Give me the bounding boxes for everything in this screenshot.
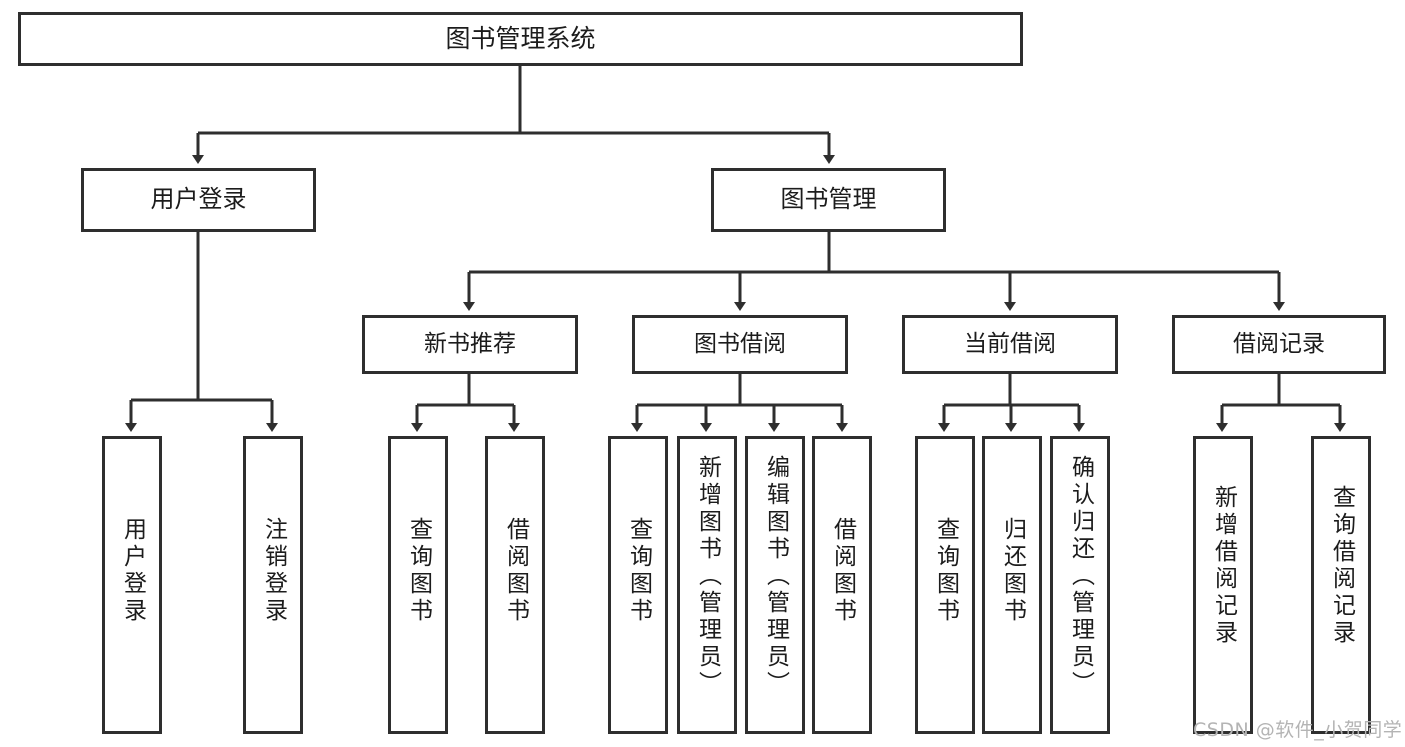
node-root-label: 图书管理系统 xyxy=(445,23,596,53)
node-leaf-user-login[interactable]: 用户登录 xyxy=(102,436,162,734)
node-book-manage[interactable]: 图书管理 xyxy=(711,168,946,232)
node-leaf-query-book-1-label: 查询图书 xyxy=(405,517,432,625)
node-root[interactable]: 图书管理系统 xyxy=(18,12,1023,66)
node-book-borrow[interactable]: 图书借阅 xyxy=(632,315,848,374)
node-leaf-borrow-book-1-label: 借阅图书 xyxy=(502,517,529,625)
node-leaf-add-record-label: 新增借阅记录 xyxy=(1210,485,1237,647)
node-leaf-query-book-2-label: 查询图书 xyxy=(625,517,652,625)
node-current-borrow[interactable]: 当前借阅 xyxy=(902,315,1118,374)
node-leaf-logout-login-label: 注销登录 xyxy=(260,517,287,625)
node-leaf-query-book-3-label: 查询图书 xyxy=(932,517,959,625)
node-current-borrow-label: 当前借阅 xyxy=(964,331,1056,358)
node-leaf-return-book[interactable]: 归还图书 xyxy=(982,436,1042,734)
node-leaf-query-record-label: 查询借阅记录 xyxy=(1328,485,1355,647)
node-borrow-record-label: 借阅记录 xyxy=(1233,331,1325,358)
node-borrow-record[interactable]: 借阅记录 xyxy=(1172,315,1386,374)
node-user-login[interactable]: 用户登录 xyxy=(81,168,316,232)
node-leaf-add-book-label: 新增图书（管理员） xyxy=(694,455,721,698)
node-leaf-add-book[interactable]: 新增图书（管理员） xyxy=(677,436,737,734)
watermark: CSDN @软件_小贺同学 xyxy=(1193,719,1403,741)
node-book-borrow-label: 图书借阅 xyxy=(694,331,786,358)
node-leaf-query-book-1[interactable]: 查询图书 xyxy=(388,436,448,734)
node-leaf-logout-login[interactable]: 注销登录 xyxy=(243,436,303,734)
node-leaf-return-book-label: 归还图书 xyxy=(999,517,1026,625)
node-leaf-edit-book-label: 编辑图书（管理员） xyxy=(762,455,789,698)
node-new-book-recommend[interactable]: 新书推荐 xyxy=(362,315,578,374)
node-leaf-borrow-book-2-label: 借阅图书 xyxy=(829,517,856,625)
node-leaf-confirm-return[interactable]: 确认归还（管理员） xyxy=(1050,436,1110,734)
node-leaf-user-login-label: 用户登录 xyxy=(119,517,146,625)
node-book-manage-label: 图书管理 xyxy=(780,185,877,214)
node-leaf-add-record[interactable]: 新增借阅记录 xyxy=(1193,436,1253,734)
node-leaf-query-book-2[interactable]: 查询图书 xyxy=(608,436,668,734)
node-leaf-query-record[interactable]: 查询借阅记录 xyxy=(1311,436,1371,734)
node-leaf-edit-book[interactable]: 编辑图书（管理员） xyxy=(745,436,805,734)
node-new-book-recommend-label: 新书推荐 xyxy=(424,331,516,358)
node-user-login-label: 用户登录 xyxy=(150,185,247,214)
node-leaf-confirm-return-label: 确认归还（管理员） xyxy=(1067,455,1094,698)
node-leaf-borrow-book-1[interactable]: 借阅图书 xyxy=(485,436,545,734)
node-leaf-borrow-book-2[interactable]: 借阅图书 xyxy=(812,436,872,734)
node-leaf-query-book-3[interactable]: 查询图书 xyxy=(915,436,975,734)
